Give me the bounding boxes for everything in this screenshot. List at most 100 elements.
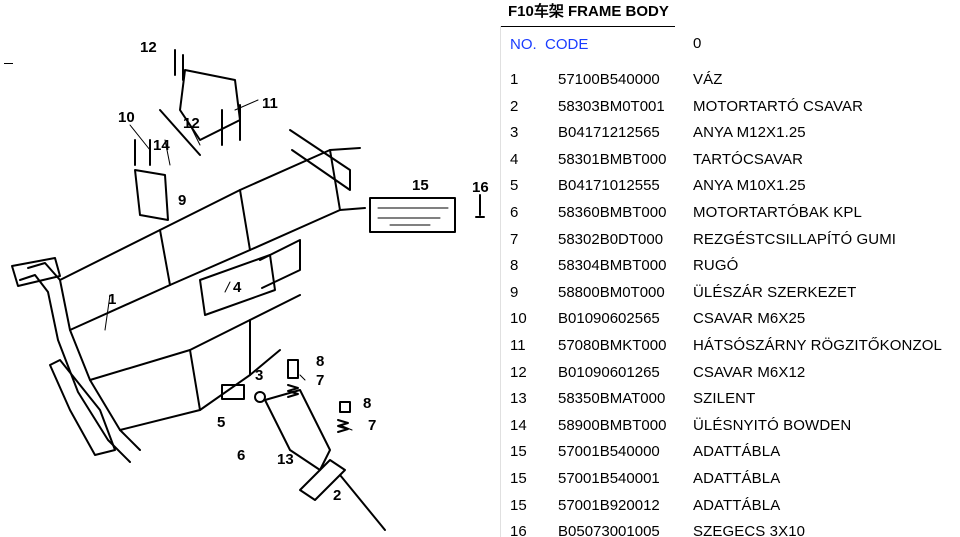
table-row: 9 58800BM0T000 ÜLÉSZÁR SZERKEZET <box>500 279 960 306</box>
callout-8: 8 <box>316 353 324 370</box>
nut <box>254 391 266 403</box>
frame-front-tube <box>27 262 141 451</box>
callout-13: 13 <box>277 451 294 468</box>
callout-7: 7 <box>316 372 324 389</box>
seat-lock-bracket <box>179 69 241 141</box>
table-header: NO. CODE <box>500 26 675 63</box>
part-no: 11 <box>510 336 526 354</box>
part-desc: ADATTÁBLA <box>693 496 781 514</box>
part-no: 10 <box>510 310 527 328</box>
part-code: 58350BMAT000 <box>558 390 666 408</box>
mount-bush <box>221 384 245 400</box>
part-no: 8 <box>510 257 519 275</box>
part-desc: CSAVAR M6X25 <box>693 310 806 328</box>
seat-lock-assembly <box>134 169 169 221</box>
rubber-damper <box>287 359 299 379</box>
column-divider <box>500 26 501 537</box>
part-desc: VÁZ <box>693 71 723 88</box>
part-no: 9 <box>510 283 519 301</box>
header-code: CODE <box>545 36 589 53</box>
rubber-damper-lower <box>339 401 351 413</box>
part-no: 6 <box>510 203 519 221</box>
part-desc: MOTORTARTÓBAK KPL <box>693 203 862 221</box>
lower-cradle <box>49 359 116 456</box>
part-desc: TARTÓCSAVAR <box>693 150 804 168</box>
table-row: 10 B01090602565 CSAVAR M6X25 <box>500 305 960 332</box>
rear-loop <box>289 129 351 191</box>
leader-lines <box>104 99 353 431</box>
frame-rear-bracket <box>259 239 301 289</box>
part-no: 15 <box>510 496 527 514</box>
part-desc: MOTORTARTÓ CSAVAR <box>693 97 864 115</box>
part-desc: CSAVAR M6X12 <box>693 363 806 381</box>
springs <box>287 384 349 433</box>
part-code: 57001B540001 <box>558 469 660 487</box>
part-desc: HÁTSÓSZÁRNY RÖGZITŐKONZOL <box>693 336 942 354</box>
callout-4: 4 <box>233 279 242 296</box>
bolts <box>134 49 241 166</box>
part-no: 15 <box>510 469 527 487</box>
part-code: B04171212565 <box>558 124 660 142</box>
frame-mid-rail <box>69 207 366 331</box>
part-code: 58304BMBT000 <box>558 257 667 275</box>
table-row: 2 58303BM0T001 MOTORTARTÓ CSAVAR <box>500 93 960 120</box>
part-no: 7 <box>510 230 519 248</box>
part-desc: RUGÓ <box>693 257 739 275</box>
part-no: 5 <box>510 177 519 195</box>
table-row: 15 57001B920012 ADATTÁBLA <box>500 492 960 519</box>
callout-14: 14 <box>153 137 170 154</box>
part-code: B01090601265 <box>558 363 660 381</box>
part-code: 58301BMBT000 <box>558 150 667 168</box>
edge-mark <box>4 63 13 64</box>
part-no: 2 <box>510 97 519 115</box>
part-no: 3 <box>510 124 519 142</box>
part-desc: ANYA M10X1.25 <box>693 177 806 195</box>
frame-cross-members <box>159 149 341 411</box>
data-plate <box>369 197 456 233</box>
part-code: 58900BMBT000 <box>558 416 667 434</box>
part-desc: ÜLÉSZÁR SZERKEZET <box>693 283 857 301</box>
part-code: B05073001005 <box>558 523 660 537</box>
callout-10: 10 <box>118 109 135 126</box>
engine-hanger <box>264 389 331 471</box>
part-desc: SZILENT <box>693 390 756 408</box>
rivet <box>475 194 485 218</box>
part-no: 1 <box>510 71 519 88</box>
callout-5: 5 <box>217 414 225 431</box>
table-row: 8 58304BMBT000 RUGÓ <box>500 252 960 279</box>
callout-16: 16 <box>472 179 489 196</box>
part-code: 57001B540000 <box>558 443 660 461</box>
callout-1: 1 <box>108 291 116 308</box>
seat-cable <box>159 109 201 156</box>
callout-6: 6 <box>237 447 245 464</box>
part-no: 14 <box>510 416 527 434</box>
callout-3: 3 <box>255 367 263 384</box>
head-tube <box>11 257 61 287</box>
callout-12b: 12 <box>183 115 200 132</box>
part-no: 4 <box>510 150 519 168</box>
part-code: B04171012555 <box>558 177 660 195</box>
callout-7b: 7 <box>368 417 376 434</box>
part-desc: SZEGECS 3X10 <box>693 523 806 537</box>
frame-centre-bracket <box>199 254 276 316</box>
part-code: B01090602565 <box>558 310 660 328</box>
part-code: 58302B0DT000 <box>558 230 664 248</box>
part-code: 58800BM0T000 <box>558 283 665 301</box>
table-row: 4 58301BMBT000 TARTÓCSAVAR <box>500 146 960 173</box>
frame-upper-rail <box>59 147 361 281</box>
part-code: 57001B920012 <box>558 496 660 514</box>
data-plate-lines <box>377 207 449 226</box>
callout-9: 9 <box>178 192 186 209</box>
table-row: 5 B04171012555 ANYA M10X1.25 <box>500 172 960 199</box>
header-no: NO. <box>510 36 537 53</box>
part-code: 58303BM0T001 <box>558 97 665 115</box>
part-desc: ADATTÁBLA <box>693 443 781 461</box>
